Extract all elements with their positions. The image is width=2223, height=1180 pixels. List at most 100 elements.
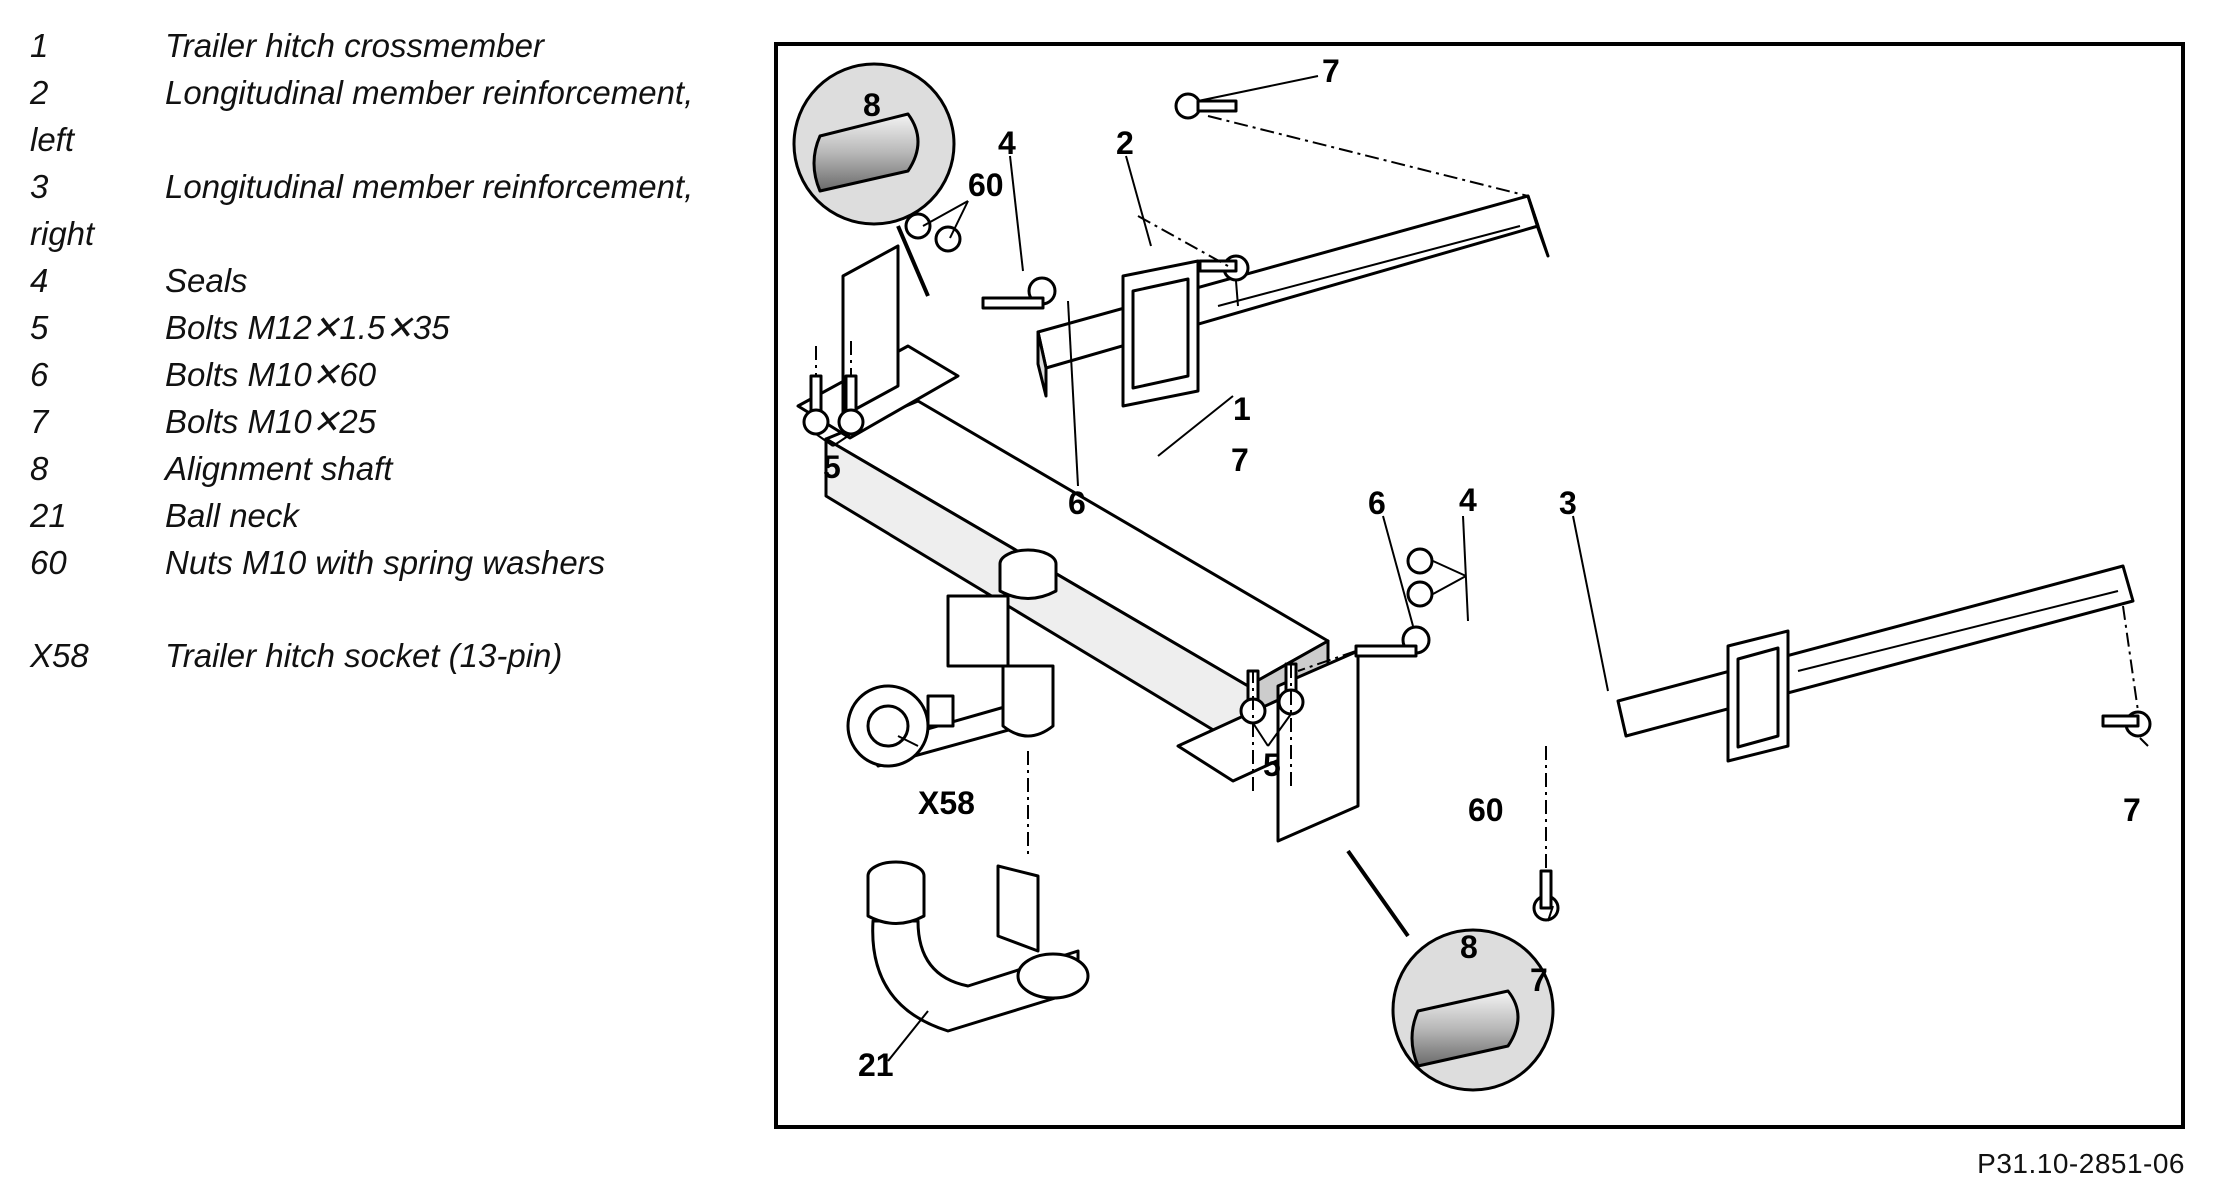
left-member-reinforcement	[1036, 194, 1550, 398]
alignment-shaft-detail-left	[792, 62, 956, 297]
assembly-line	[2122, 605, 2139, 712]
bolt-m10x25	[1174, 92, 1238, 120]
bolt-m10x60	[1354, 625, 1431, 658]
callout-7: 7	[1322, 53, 1340, 89]
left-seal	[1121, 259, 1200, 408]
legend-description: Longitudinal member reinforcement,	[165, 74, 694, 111]
legend-number: 7	[30, 403, 49, 440]
callout-4: 4	[1459, 482, 1477, 518]
nut-m10	[934, 225, 962, 253]
callout-8: 8	[1460, 929, 1478, 965]
right-seal	[1726, 629, 1790, 763]
assembly-line	[1207, 115, 1529, 197]
leader-line	[949, 200, 969, 239]
figure-reference: P31.10-2851-06	[1977, 1148, 2185, 1179]
leader-line	[897, 735, 919, 747]
callout-7: 7	[2123, 792, 2141, 828]
callout-2: 2	[1116, 125, 1134, 161]
ball-neck	[866, 860, 1090, 1033]
leader-line	[1382, 515, 1414, 627]
legend-description-continued: left	[30, 121, 75, 158]
leader-line	[1432, 575, 1467, 595]
legend-item: 60 Nuts M10 with spring washers	[30, 539, 730, 586]
trailer-socket	[846, 684, 955, 768]
leader-line	[2139, 737, 2149, 747]
assembly-line	[1297, 650, 1357, 672]
left-mounting-bracket	[796, 244, 960, 440]
legend-description: Bolts M12✕1.5✕35	[165, 309, 450, 346]
legend-description: Trailer hitch crossmember	[165, 27, 544, 64]
callout-7: 7	[1530, 962, 1548, 998]
legend-number: 6	[30, 356, 49, 393]
leader-line	[1235, 280, 1239, 307]
legend-item: 8 Alignment shaft	[30, 445, 730, 492]
callout-1: 1	[1233, 391, 1251, 427]
legend-description: Longitudinal member reinforcement,	[165, 168, 694, 205]
leader-line	[1197, 75, 1319, 102]
legend-item: X58 Trailer hitch socket (13-pin)	[30, 632, 730, 679]
legend-number: 8	[30, 450, 49, 487]
ball-neck-receiver	[998, 548, 1058, 738]
callout-8: 8	[863, 87, 881, 123]
legend-item: 4 Seals	[30, 257, 730, 304]
legend-item: 2 Longitudinal member reinforcement,	[30, 69, 730, 116]
legend-number: 4	[30, 262, 49, 299]
bolt-m10x60	[981, 276, 1057, 310]
leader-line	[1157, 395, 1234, 457]
legend-item: 1 Trailer hitch crossmember	[30, 22, 730, 69]
leader-line	[832, 433, 852, 447]
legend-number: 5	[30, 309, 49, 346]
legend-item: 6 Bolts M10✕60	[30, 351, 730, 398]
nut-m10	[1406, 580, 1434, 608]
trailer-hitch-exploded-diagram: 1 2 3 4 4 5 5 6 6 7 7 7 7 8 8 21 60 60 X…	[792, 53, 2152, 1092]
legend-description: Bolts M10✕60	[165, 356, 377, 393]
legend-item: 21 Ball neck	[30, 492, 730, 539]
legend-description: Bolts M10✕25	[165, 403, 377, 440]
legend-description: Seals	[165, 262, 248, 299]
legend-description: Alignment shaft	[165, 450, 393, 487]
leader-line	[1572, 515, 1609, 692]
callout-7: 7	[1231, 442, 1249, 478]
legend-item: 5 Bolts M12✕1.5✕35	[30, 304, 730, 351]
legend-number: 1	[30, 27, 49, 64]
legend-description: Nuts M10 with spring washers	[165, 544, 606, 581]
leader-line	[922, 200, 969, 227]
legend-number: 2	[30, 74, 49, 111]
nut-m10	[1406, 547, 1434, 575]
callout-5: 5	[823, 449, 841, 485]
callout-21: 21	[858, 1047, 894, 1083]
right-member-reinforcement	[1616, 564, 2135, 738]
legend-number: X58	[30, 637, 89, 674]
leader-line	[1009, 155, 1024, 272]
exploded-diagram-frame: 1 2 3 4 4 5 5 6 6 7 7 7 7 8 8 21 60 60 X…	[774, 42, 2185, 1129]
bolt-m10x25	[2101, 710, 2152, 738]
legend-description-continued: right	[30, 215, 95, 252]
callout-60: 60	[1468, 792, 1504, 828]
callout-60: 60	[968, 167, 1004, 203]
legend-item: 3 Longitudinal member reinforcement,	[30, 163, 730, 210]
alignment-shaft-detail-right	[1346, 849, 1555, 1092]
bolt-m10x25	[1198, 254, 1250, 282]
callout-5: 5	[1263, 747, 1281, 783]
leader-line	[815, 433, 834, 447]
callout-x58: X58	[918, 785, 975, 821]
assembly-line	[1137, 215, 1229, 267]
leader-line	[1267, 713, 1292, 747]
legend-number: 3	[30, 168, 49, 205]
leader-line	[1067, 300, 1079, 487]
leader-line	[1432, 560, 1467, 577]
leader-line	[887, 1010, 929, 1062]
bolt-m10x25	[1532, 869, 1560, 922]
callout-3: 3	[1559, 485, 1577, 521]
legend-item: 7 Bolts M10✕25	[30, 398, 730, 445]
leader-line	[1252, 722, 1269, 747]
legend-number: 21	[30, 497, 67, 534]
legend-description: Trailer hitch socket (13-pin)	[165, 637, 563, 674]
legend-number: 60	[30, 544, 67, 581]
callout-6: 6	[1068, 485, 1086, 521]
callout-6: 6	[1368, 485, 1386, 521]
leader-line	[1547, 905, 1554, 922]
nut-m10	[904, 212, 932, 240]
parts-legend: 1 Trailer hitch crossmember 2 Longitudin…	[30, 22, 730, 679]
leader-line	[1125, 155, 1152, 247]
